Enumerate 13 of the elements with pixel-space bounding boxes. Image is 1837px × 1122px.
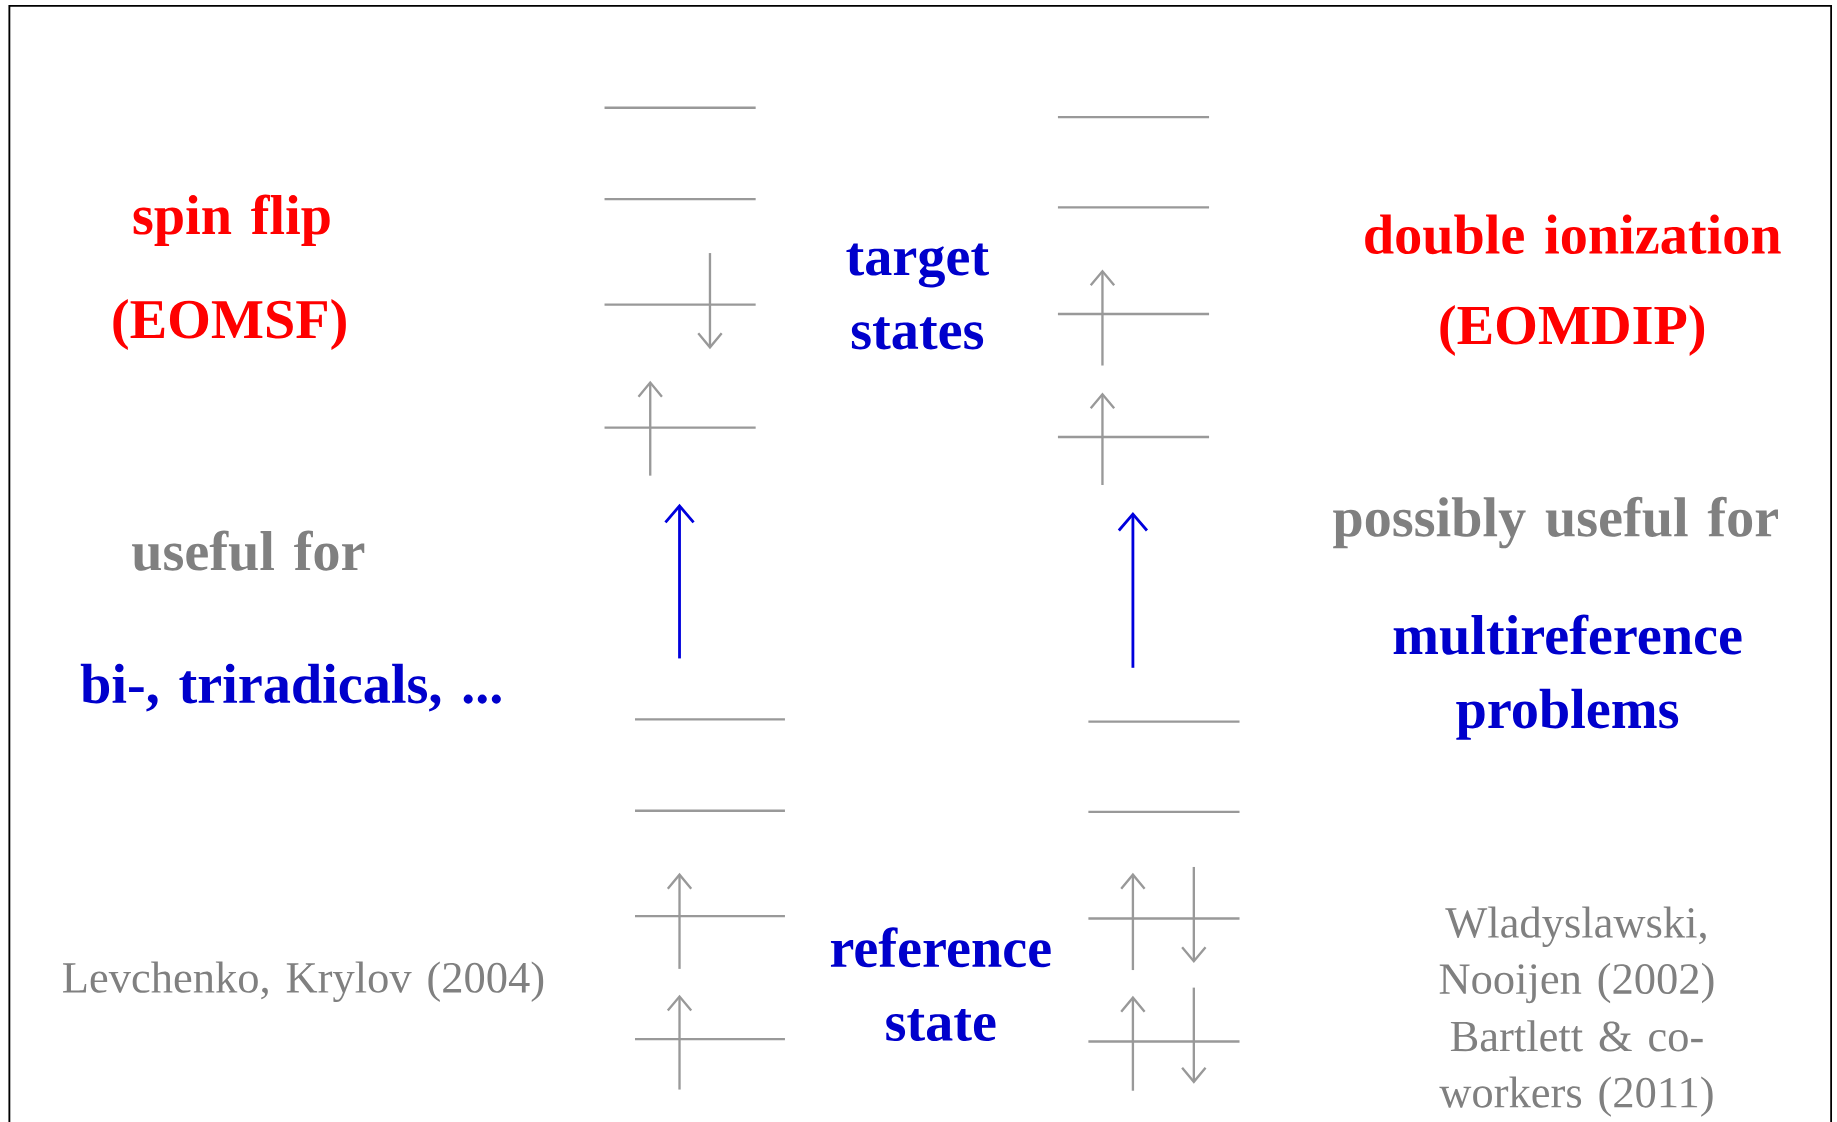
- application-text: bi-, triradicals, ...: [80, 663, 501, 712]
- method-label: (EOMDIP): [1440, 304, 1705, 356]
- method-label: double ionization: [1365, 214, 1781, 254]
- citation: Bartlett & co-workers (2011): [1439, 1020, 1713, 1117]
- application-text: possibly useful for: [1333, 496, 1778, 549]
- citation: Wladyslawski, Nooijen (2002): [1439, 906, 1714, 1003]
- state-label: reference state: [830, 927, 1051, 1041]
- method-label: spin flip: [133, 194, 330, 246]
- application-text: multireference problems: [1393, 614, 1742, 740]
- application-text: useful for: [132, 530, 365, 571]
- state-label: target states: [846, 243, 989, 350]
- citation: Levchenko, Krylov (2004): [63, 961, 544, 1002]
- method-label: (EOMSF): [113, 298, 346, 350]
